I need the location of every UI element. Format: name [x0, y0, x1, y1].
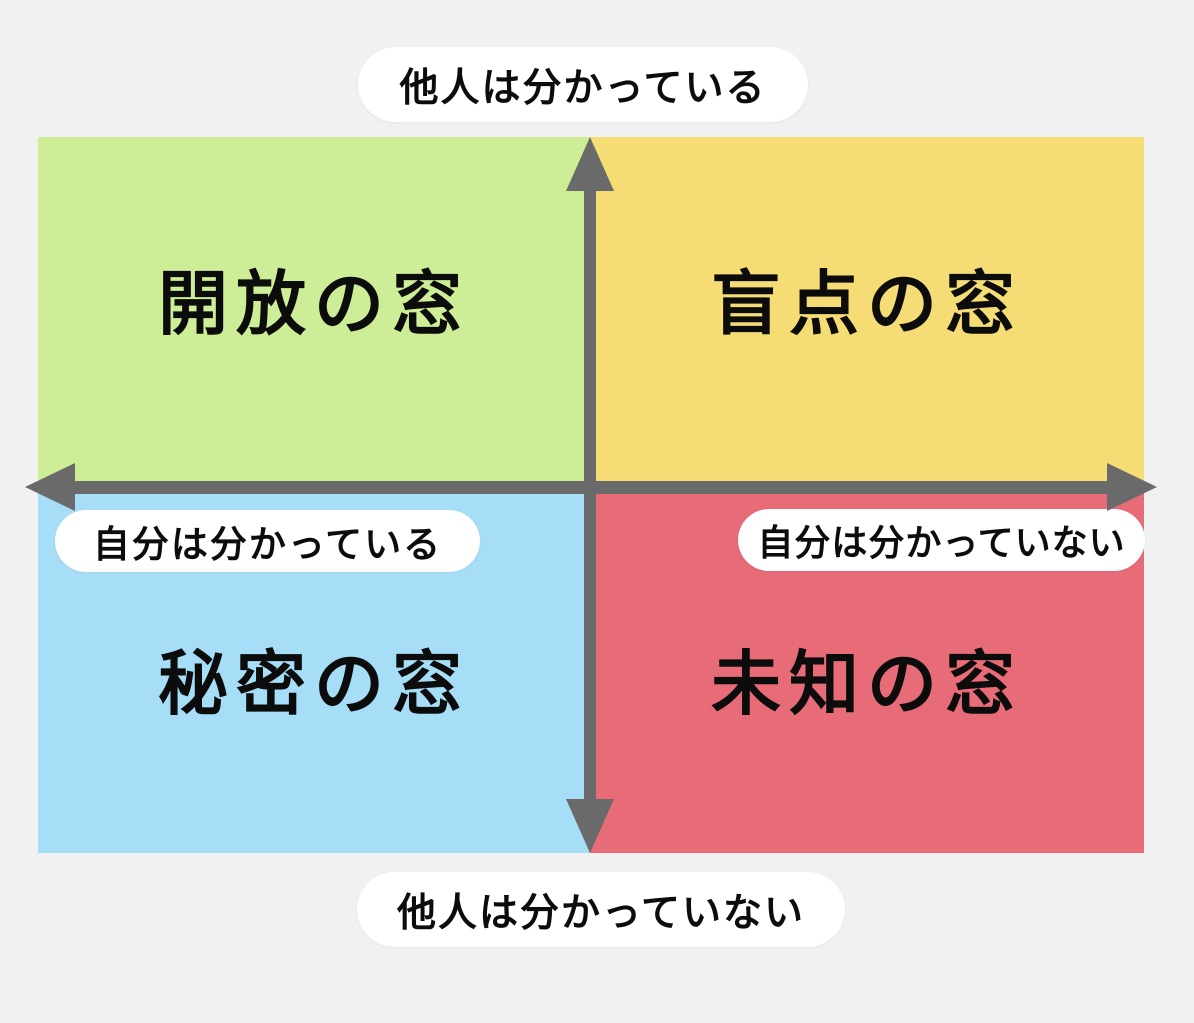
quadrant-blind-window-label: 盲点の窓: [711, 264, 1023, 343]
arrowhead-up-icon: [566, 137, 614, 191]
arrowhead-down-icon: [566, 799, 614, 853]
axis-label-bottom-text: 他人は分かっていない: [396, 891, 806, 935]
arrowhead-right-icon: [1107, 463, 1157, 511]
axis-label-right-text: 自分は分かっていない: [757, 522, 1126, 563]
axis-label-right: 自分は分かっていない: [738, 509, 1145, 571]
quadrant-open-window-label: 開放の窓: [158, 264, 470, 343]
vertical-axis-line: [584, 180, 596, 808]
quadrant-hidden-window-label: 秘密の窓: [158, 644, 470, 723]
horizontal-axis-line: [68, 481, 1112, 494]
quadrant-unknown-window-label: 未知の窓: [711, 644, 1023, 723]
quadrant-blind-window: 盲点の窓: [590, 137, 1144, 487]
axis-label-left-text: 自分は分かっている: [92, 524, 443, 565]
arrowhead-left-icon: [25, 463, 75, 511]
axis-label-left: 自分は分かっている: [55, 510, 480, 572]
axis-label-top: 他人は分かっている: [358, 47, 808, 122]
quadrant-open-window: 開放の窓: [38, 137, 590, 487]
axis-label-bottom: 他人は分かっていない: [357, 872, 845, 947]
axis-label-top-text: 他人は分かっている: [399, 66, 767, 110]
